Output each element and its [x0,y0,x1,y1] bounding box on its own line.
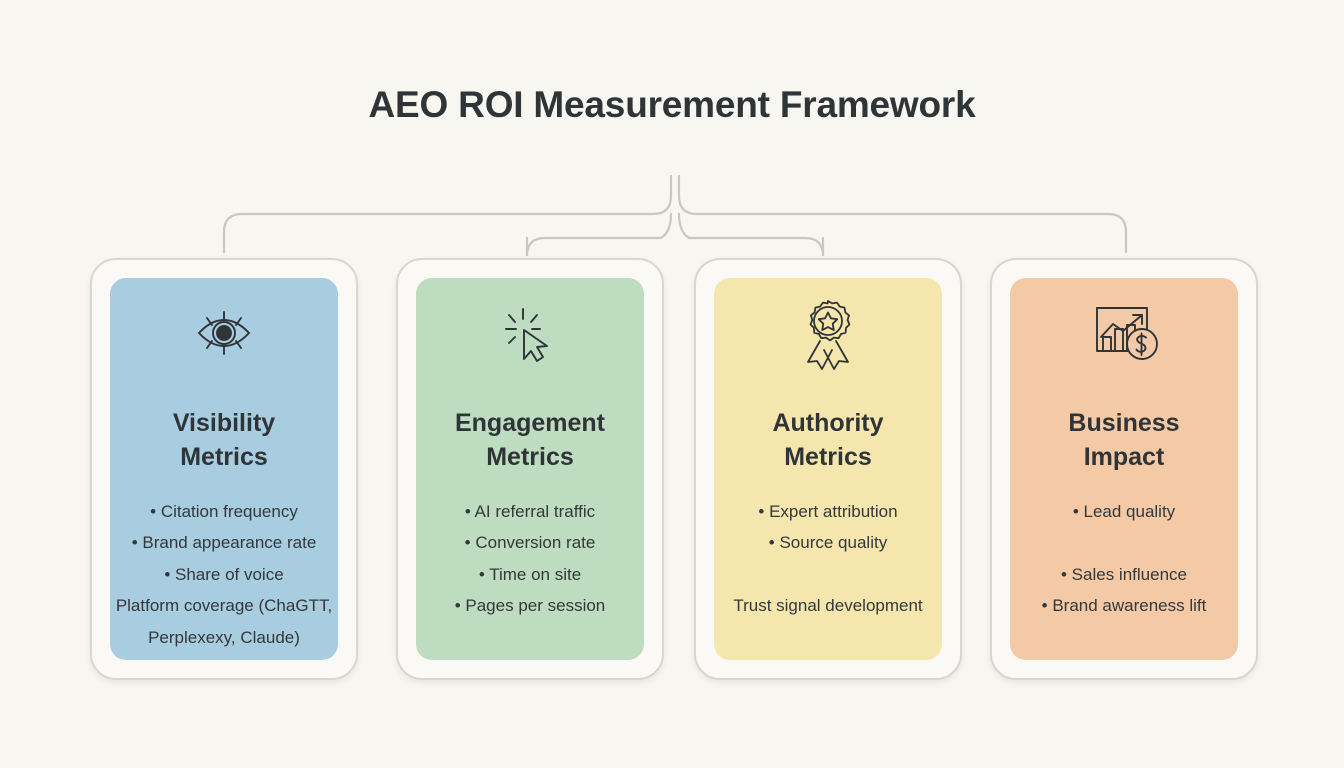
card-item-list: • AI referral traffic • Conversion rate … [394,496,666,622]
connector-inner-right [687,236,825,257]
list-item: • Time on site [478,564,582,584]
list-item: Platform coverage (ChaGTT, Perplexexy, C… [115,596,333,647]
list-item: Trust signal development [733,596,923,616]
card-title: Visibility Metrics [104,406,344,474]
page-title: AEO ROI Measurement Framework [368,84,976,125]
panel-background [714,278,942,660]
card-title-line-2: Metrics [180,443,268,471]
card-inner-panel: Visibility Metrics • Citation frequency … [110,278,338,660]
card-title: Business Impact [1004,406,1244,474]
card-title-line-2: Metrics [784,443,872,471]
list-item: • Lead quality [1072,502,1176,521]
growth-chart-dollar-icon [1010,294,1238,372]
connector-outer-right [695,212,1128,254]
list-item: • Brand appearance rate [131,533,317,553]
list-item: • Conversion rate [464,533,596,553]
list-item: • Source quality [768,533,888,553]
list-item: • Pages per session [454,596,606,616]
panel-background [416,278,644,660]
award-ribbon-icon [714,294,942,372]
connector-inner-joint-right [677,212,691,240]
panel-background [1010,278,1238,660]
connector-inner-joint-left [659,212,673,240]
list-item: • Citation frequency [150,502,298,521]
panel-background [110,278,338,660]
card-business-impact[interactable]: Business Impact • Lead quality • Sales i… [990,258,1258,680]
list-item: • AI referral traffic [464,502,596,521]
connector-inner-left [525,236,663,257]
card-title-line-2: Impact [1083,443,1165,471]
list-item: • Sales influence [1061,564,1187,584]
connector-stem-right [677,174,699,216]
list-item: • Expert attribution [758,502,898,521]
card-authority-metrics[interactable]: Authority Metrics • Expert attribution •… [694,258,962,680]
card-title-line-1: Visibility [172,409,276,437]
card-item-list: • Lead quality • Sales influence • Brand… [988,496,1260,622]
click-cursor-icon [416,294,644,372]
card-title-line-1: Authority [772,409,884,437]
card-engagement-metrics[interactable]: Engagement Metrics • AI referral traffic… [396,258,664,680]
card-title-line-2: Metrics [486,443,574,471]
list-item: • Share of voice [164,564,284,584]
card-inner-panel: Engagement Metrics • AI referral traffic… [416,278,644,660]
card-title: Engagement Metrics [410,406,650,474]
card-visibility-metrics[interactable]: Visibility Metrics • Citation frequency … [90,258,358,680]
card-item-list: • Expert attribution • Source quality Tr… [692,496,964,622]
list-item: • Brand awareness lift [1041,596,1207,616]
eye-visibility-icon [110,294,338,372]
card-inner-panel: Authority Metrics • Expert attribution •… [714,278,942,660]
card-inner-panel: Business Impact • Lead quality • Sales i… [1010,278,1238,660]
card-title-line-1: Business [1068,409,1180,437]
connector-outer-left [222,212,655,254]
card-title: Authority Metrics [708,406,948,474]
card-title-line-1: Engagement [454,409,606,437]
connector-stem-left [651,174,673,216]
card-item-list: • Citation frequency • Brand appearance … [88,496,360,653]
